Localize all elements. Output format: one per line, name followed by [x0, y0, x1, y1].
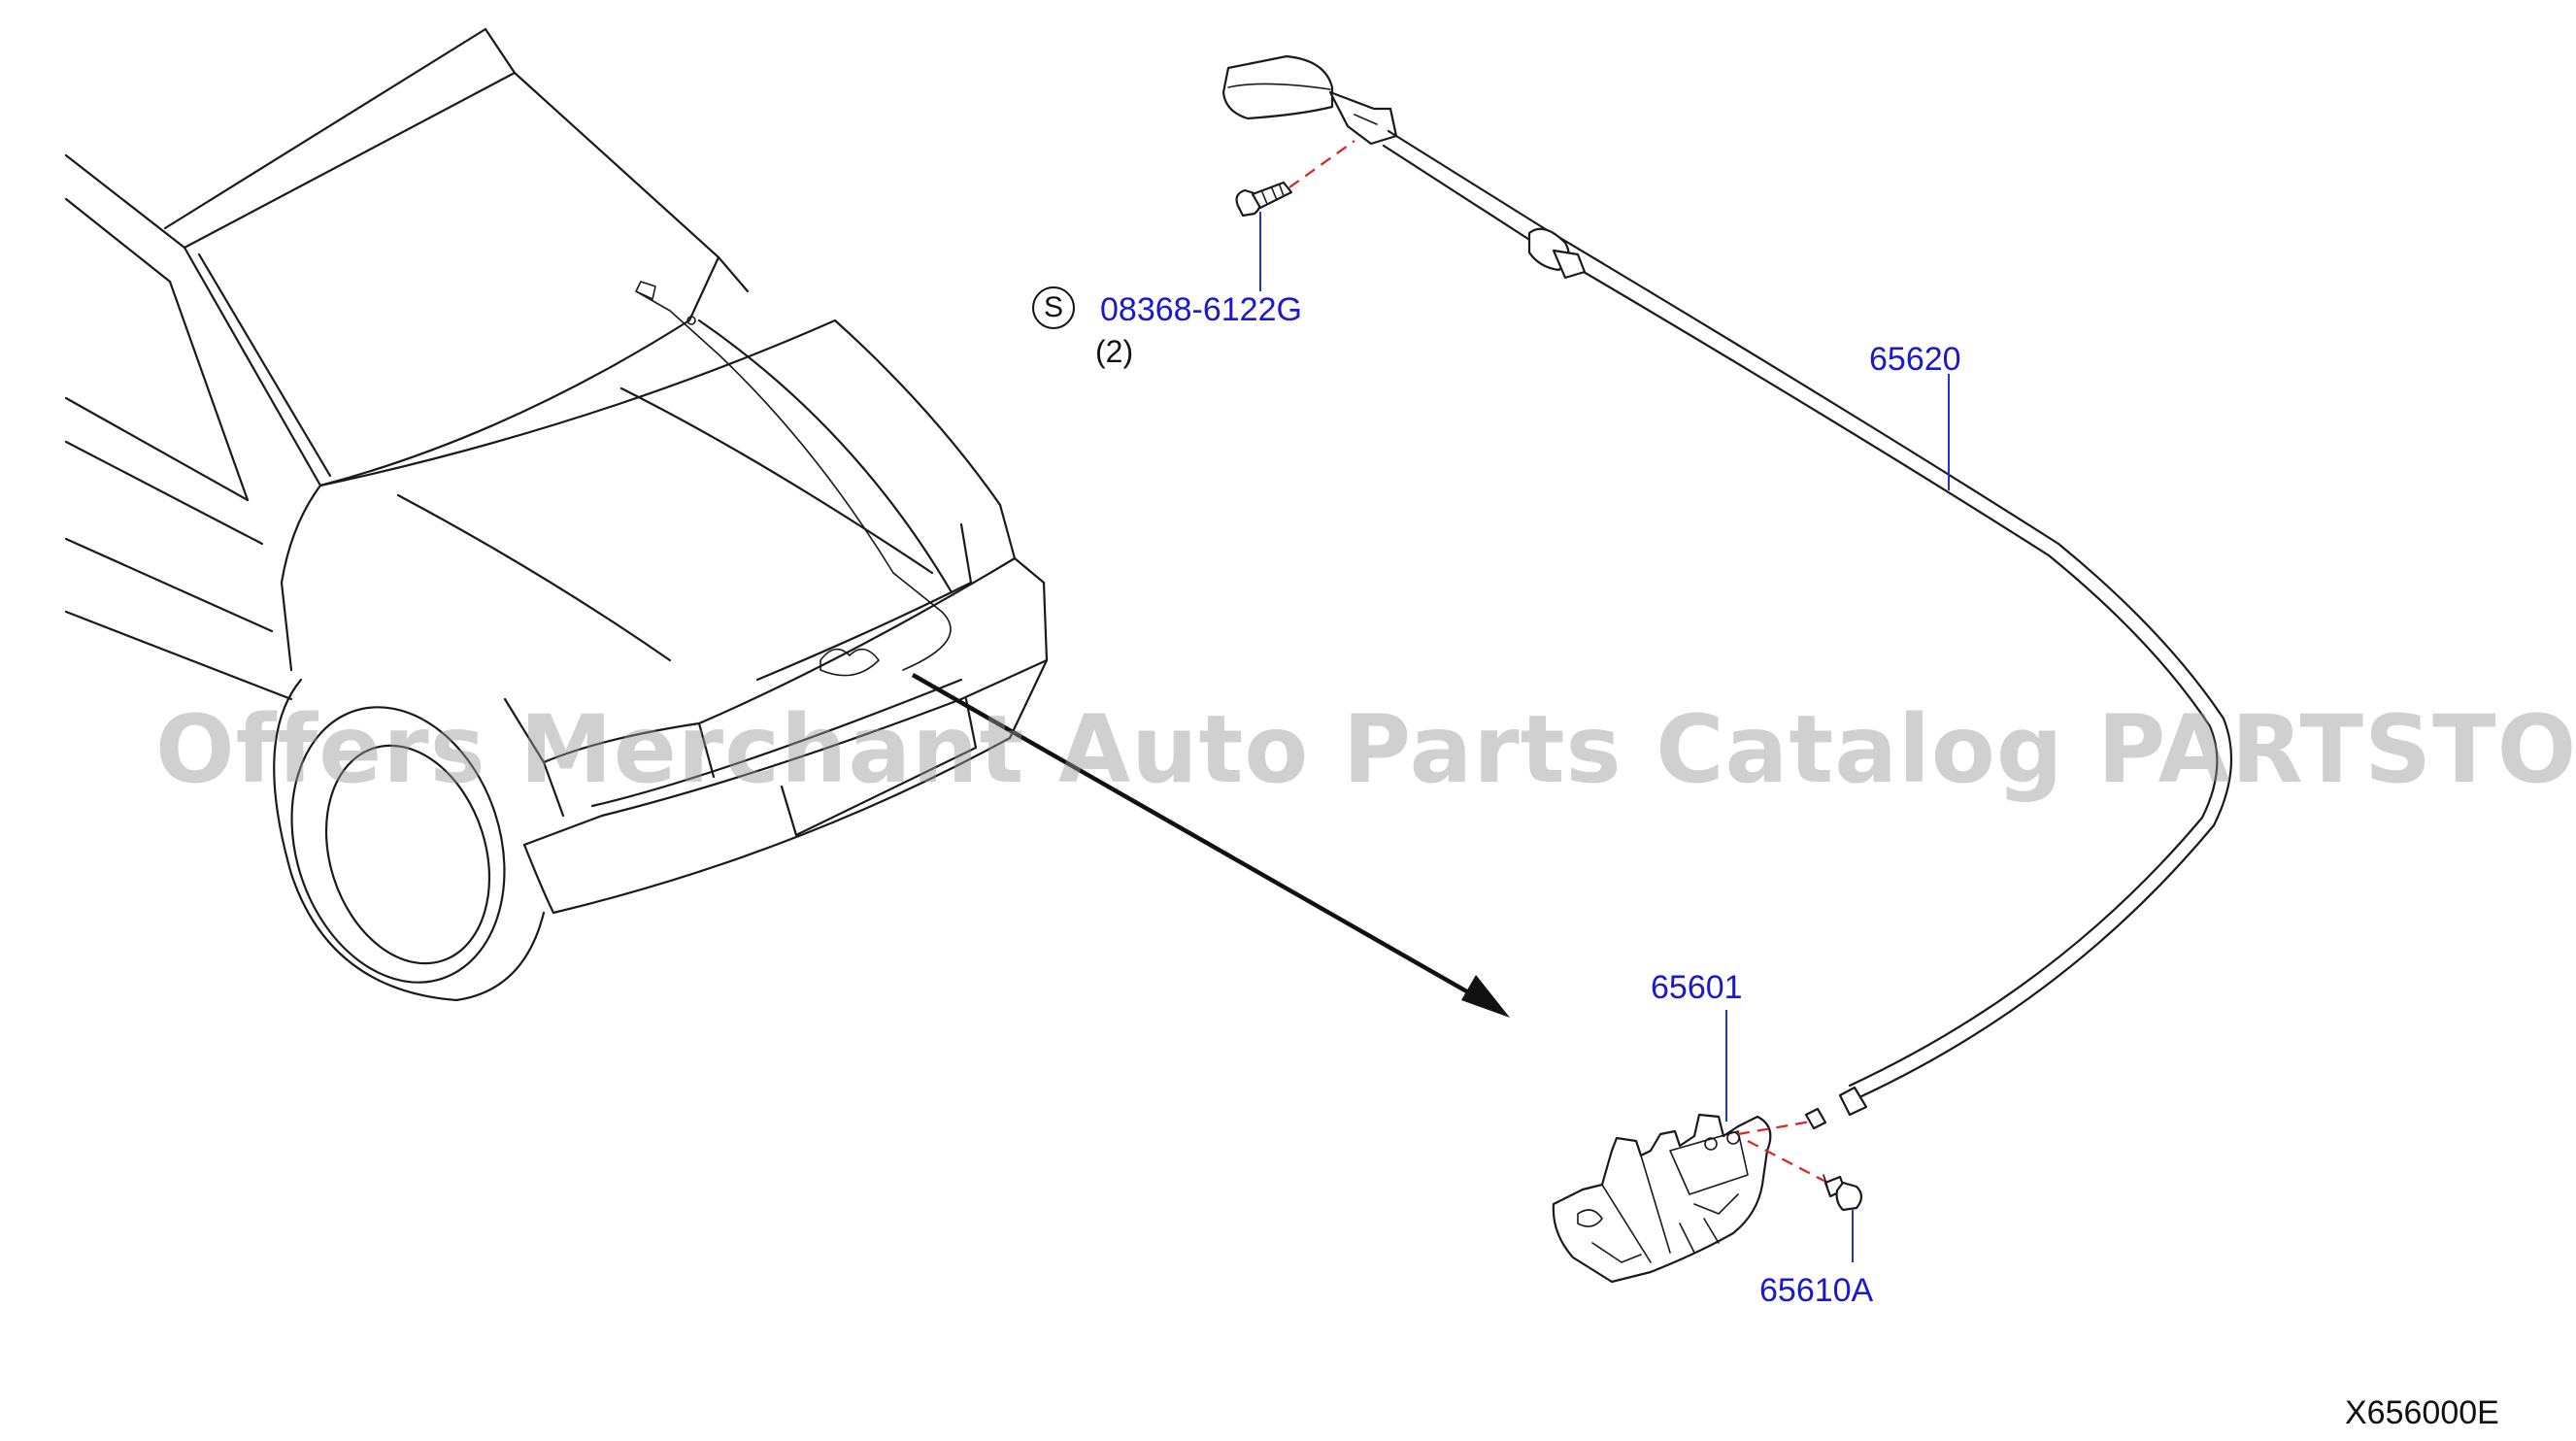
- supplement-symbol: S: [1032, 286, 1075, 329]
- detail-arrow: [911, 673, 1510, 1018]
- label-lock-65601[interactable]: 65601: [1651, 969, 1743, 1006]
- bolt-08368-6122G: [1235, 181, 1293, 218]
- lock-alignment-line: [1737, 1120, 1812, 1136]
- vehicle-illustration: [64, 27, 1049, 1002]
- bolt-65610A: [1823, 1174, 1863, 1212]
- label-bolt-65610A[interactable]: 65610A: [1759, 1272, 1874, 1309]
- diagram-code: X656000E: [2345, 1394, 2499, 1431]
- label-cable-65620[interactable]: 65620: [1869, 341, 1961, 378]
- label-bolt-08368-6122G[interactable]: 08368-6122G: [1100, 291, 1302, 328]
- watermark: Offers Merchant Auto Parts Catalog PARTS…: [155, 695, 2576, 804]
- hood-lock: [1552, 1113, 1772, 1284]
- release-handle: [1221, 54, 1398, 146]
- lock-bolt-alignment-line: [1747, 1140, 1836, 1188]
- label-bolt-quantity: (2): [1095, 334, 1134, 369]
- bolt-alignment-line: [1288, 140, 1355, 188]
- hood-lock-cable: [1382, 129, 2233, 1130]
